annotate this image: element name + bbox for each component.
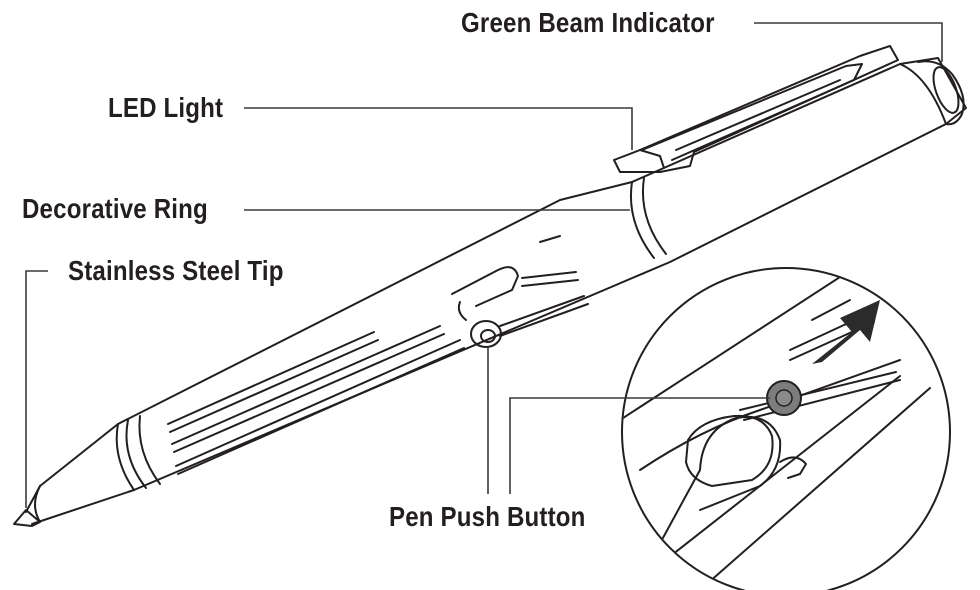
zoom-circle <box>621 267 951 590</box>
pen-push-button <box>470 320 502 348</box>
label-stainless-steel-tip: Stainless Steel Tip <box>68 255 284 286</box>
leader-push-button-zoom <box>509 397 770 494</box>
barrel-grooves <box>167 235 589 475</box>
pen-clip <box>613 45 899 173</box>
slide-direction-arrow-icon <box>812 300 880 364</box>
label-led-light: LED Light <box>108 92 224 123</box>
label-green-beam-indicator: Green Beam Indicator <box>461 7 715 38</box>
leader-lines <box>25 22 943 508</box>
leader-green-beam <box>754 22 943 62</box>
label-decorative-ring: Decorative Ring <box>22 193 208 224</box>
label-pen-push-button: Pen Push Button <box>389 501 586 532</box>
push-button-track <box>451 266 519 321</box>
end-cap <box>899 60 965 126</box>
zoom-detail <box>623 269 931 590</box>
leader-led-light <box>244 107 633 150</box>
grip-rings <box>115 415 161 491</box>
decorative-ring <box>629 177 667 259</box>
steel-tip <box>13 485 41 527</box>
leader-stainless-tip <box>25 270 48 508</box>
pen-barrel <box>25 57 967 525</box>
